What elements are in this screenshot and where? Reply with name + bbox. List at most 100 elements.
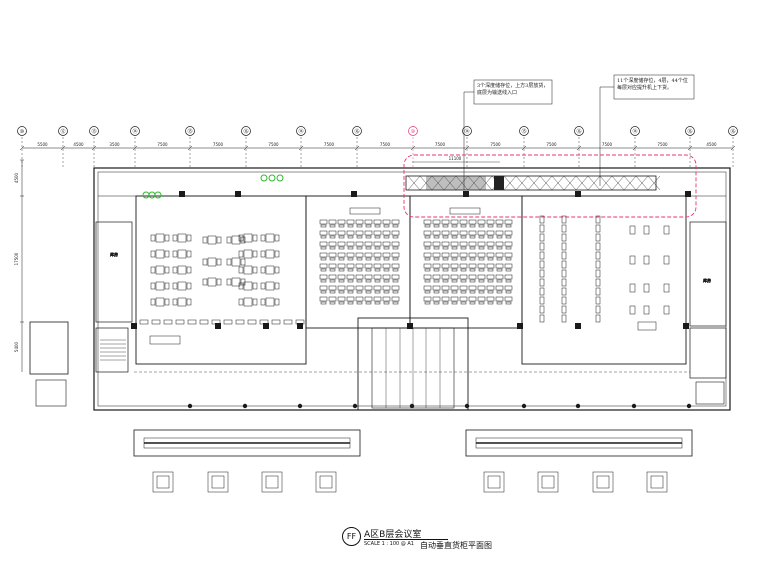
display-rack	[561, 215, 567, 323]
column	[351, 191, 357, 197]
table-set	[172, 297, 192, 307]
classroom-row	[423, 296, 513, 305]
pavilion-chair	[207, 471, 229, 493]
axis-bubble	[89, 126, 99, 136]
axis-bubble	[685, 126, 695, 136]
title-rule	[364, 539, 448, 540]
table-set	[238, 281, 258, 291]
plant	[276, 174, 284, 182]
axis-bubble	[185, 126, 195, 136]
classroom-row	[423, 219, 513, 228]
axis-label: ⑭	[298, 128, 303, 135]
column	[179, 191, 185, 197]
building-walls	[29, 167, 731, 457]
table-set	[238, 265, 258, 275]
axis-bubble	[241, 126, 251, 136]
note-left-line-1: 3个深度储存位，上方3层放货，	[477, 83, 549, 89]
axis-label: ⑮	[187, 128, 192, 135]
table-set	[260, 233, 280, 243]
display-unit	[663, 255, 670, 265]
room-label: 库房	[110, 251, 118, 257]
pavilion-chair	[261, 471, 283, 493]
dim-label: 7500	[157, 142, 168, 147]
axis-label: ⑭	[132, 128, 137, 135]
classroom-row	[319, 219, 400, 228]
pillar	[631, 403, 637, 409]
display-unit	[629, 225, 636, 235]
pavilion-chair	[592, 471, 614, 493]
axis-label: ⑮	[521, 128, 526, 135]
column	[235, 191, 241, 197]
table-set	[202, 235, 222, 245]
display-unit	[643, 225, 650, 235]
display-unit	[643, 283, 650, 293]
display-unit	[663, 283, 670, 293]
table-set	[172, 265, 192, 275]
pillar	[187, 403, 193, 409]
drawing-subtitle: 自动垂直货柜平面图	[420, 541, 492, 550]
display-unit	[629, 305, 636, 315]
pillar	[352, 403, 358, 409]
axis-bubble	[352, 126, 362, 136]
dim-label: 7500	[602, 142, 613, 147]
dim-label: 4500	[14, 172, 19, 183]
dim-label: 7500	[490, 142, 501, 147]
display-rack	[539, 215, 545, 323]
column	[517, 323, 523, 329]
axis-label: ⑯	[243, 128, 248, 135]
axis-label: ⑭	[632, 128, 637, 135]
dim-label: 7500	[435, 142, 446, 147]
axis-label: ⑫	[60, 128, 65, 135]
axis-label: ⑩	[411, 129, 416, 135]
classroom-row	[319, 285, 400, 294]
column	[263, 323, 269, 329]
note-right: 11个深度储存位，4层，44个位 每层对应提升机上下货。	[617, 78, 688, 92]
table-set	[172, 281, 192, 291]
dim-label: 5500	[37, 142, 48, 147]
axis-bubble	[296, 126, 306, 136]
dim-label: 7500	[657, 142, 668, 147]
table-set	[260, 249, 280, 259]
table-set	[202, 257, 222, 267]
column	[131, 323, 137, 329]
drawing-scale: SCALE 1 : 100 @ A1	[364, 541, 414, 547]
plant	[154, 191, 162, 199]
axis-bubble	[728, 126, 738, 136]
plant	[268, 174, 276, 182]
axis-bubble	[519, 126, 529, 136]
axis-bubble	[130, 126, 140, 136]
table-set	[226, 277, 246, 287]
table-set	[150, 265, 170, 275]
pillar	[409, 403, 415, 409]
dim-label: 7500	[268, 142, 279, 147]
axis-bubble	[17, 126, 27, 136]
classroom-row	[423, 274, 513, 283]
note-right-line-2: 每层对应提升机上下货。	[617, 85, 673, 91]
classroom-row	[319, 263, 400, 272]
drawing-ref-circle: FF	[342, 527, 361, 546]
classroom-row	[319, 241, 400, 250]
dim-label: 7500	[324, 142, 335, 147]
axis-bubble	[58, 126, 68, 136]
table-set	[172, 249, 192, 259]
pillar	[521, 403, 527, 409]
drawing-title: A区B层会议室	[364, 530, 422, 540]
note-left: 3个深度储存位，上方3层放货， 底层为输送线入口	[477, 83, 548, 97]
axis-label: ⑩	[20, 129, 25, 135]
pavilion-chair	[152, 471, 174, 493]
dim-label: 7500	[213, 142, 224, 147]
table-set	[238, 249, 258, 259]
dim-label: 7500	[546, 142, 557, 147]
table-set	[260, 281, 280, 291]
column	[407, 323, 413, 329]
column	[575, 191, 581, 197]
classroom-row	[423, 230, 513, 239]
classroom-row	[423, 241, 513, 250]
classroom-row	[423, 285, 513, 294]
pillar	[297, 403, 303, 409]
table-set	[238, 297, 258, 307]
column	[575, 323, 581, 329]
display-unit	[663, 305, 670, 315]
table-set	[150, 249, 170, 259]
